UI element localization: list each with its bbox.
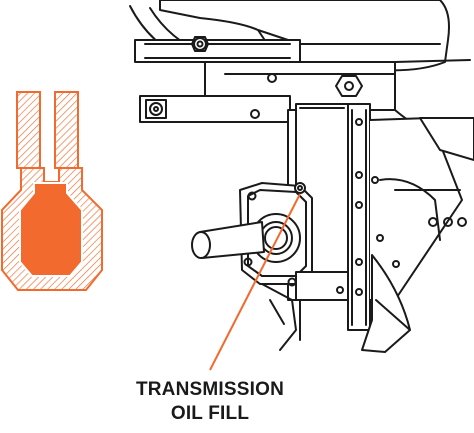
- transmission-oil-fill-label: TRANSMISSION OIL FILL: [100, 378, 320, 426]
- tiller-transmission-illustration: [129, 0, 474, 353]
- callout-line-1: TRANSMISSION: [135, 379, 285, 400]
- dipstick-cross-section-icon: [1, 91, 103, 291]
- callout-leader-line: [209, 193, 301, 371]
- callout-line-2: OIL FILL: [170, 403, 250, 424]
